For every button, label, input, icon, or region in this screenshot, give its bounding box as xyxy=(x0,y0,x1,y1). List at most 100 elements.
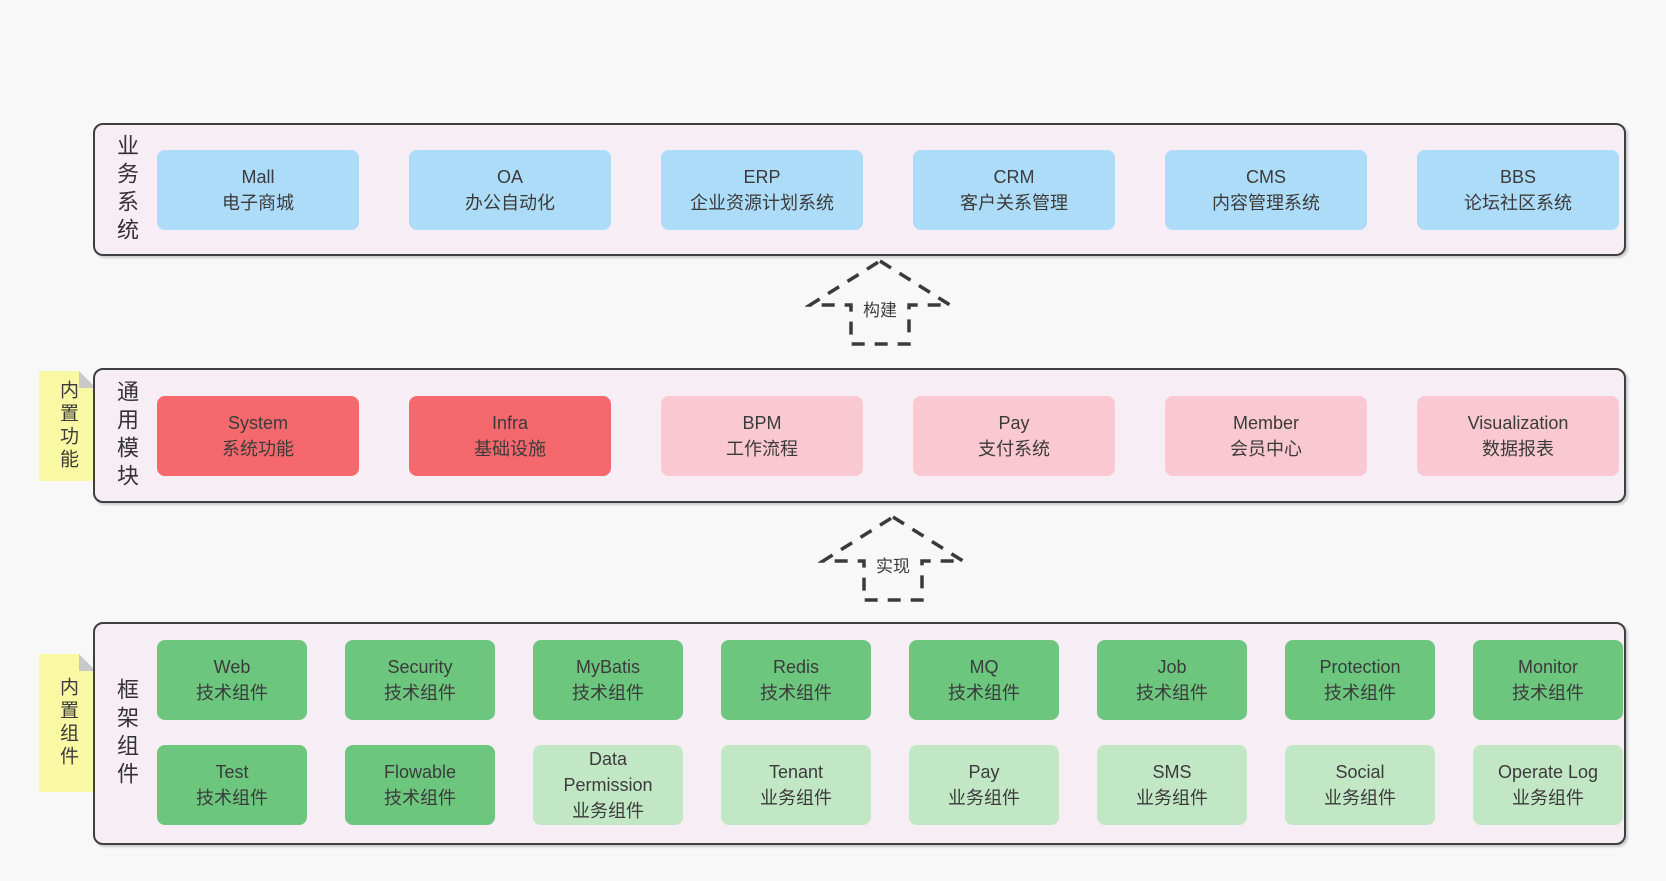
box-title-en: MyBatis xyxy=(575,657,640,677)
box-title-en: BBS xyxy=(1499,166,1537,187)
box-title-en: Infra xyxy=(491,412,529,433)
box-title-en: Monitor xyxy=(1517,657,1579,677)
box-data-permission: Data Permission 业务组件 xyxy=(533,745,683,825)
box-title-zh: 基础设施 xyxy=(474,438,546,459)
box-pay-component: Pay 业务组件 xyxy=(909,745,1059,825)
box-title-en: Tenant xyxy=(768,762,824,782)
box-title-zh: 系统功能 xyxy=(222,438,294,459)
business-boxes-row: Mall 电子商城 OA 办公自动化 ERP 企业资源计划系统 CRM 客户关系… xyxy=(157,149,1619,230)
box-title-zh: 业务组件 xyxy=(760,788,832,808)
box-title-en: CMS xyxy=(1246,166,1286,187)
box-title-zh: 电子商城 xyxy=(222,192,294,213)
layer-business-systems: 业务系统 Mall 电子商城 OA 办公自动化 ERP 企业资源计划系统 CRM… xyxy=(93,123,1626,256)
box-title-en: Mall xyxy=(241,166,275,187)
box-title-en: Member xyxy=(1232,412,1299,433)
box-title-zh: 技术组件 xyxy=(1512,683,1584,703)
box-monitor: Monitor 技术组件 xyxy=(1473,640,1623,720)
box-title-zh: 论坛社区系统 xyxy=(1464,192,1572,213)
box-infra: Infra 基础设施 xyxy=(409,395,611,476)
box-title-zh: 工作流程 xyxy=(726,438,798,459)
box-title-zh: 数据报表 xyxy=(1482,438,1554,459)
box-title-zh: 业务组件 xyxy=(1136,788,1208,808)
box-pay-system: Pay 支付系统 xyxy=(913,395,1115,476)
box-title-zh: 支付系统 xyxy=(978,438,1050,459)
box-title-en: ERP xyxy=(743,166,781,187)
sticky-note-builtin-components: 内置组件 xyxy=(39,654,96,792)
layer-label-common-modules: 通用模块 xyxy=(114,379,139,492)
box-title-zh: 技术组件 xyxy=(384,788,456,808)
box-title-en: System xyxy=(227,412,288,433)
box-mybatis: MyBatis 技术组件 xyxy=(533,640,683,720)
box-title-en: Protection xyxy=(1319,657,1401,677)
box-title-zh: 内容管理系统 xyxy=(1212,192,1320,213)
box-redis: Redis 技术组件 xyxy=(721,640,871,720)
box-title-zh: 技术组件 xyxy=(760,683,832,703)
arrow-implement: 实现 xyxy=(818,512,968,604)
layer-label-business-systems: 业务系统 xyxy=(114,133,139,246)
box-job: Job 技术组件 xyxy=(1097,640,1247,720)
box-title-zh: 技术组件 xyxy=(948,683,1020,703)
arrow-build: 构建 xyxy=(805,256,955,348)
layer-framework-components: 框架组件 Web 技术组件 Security 技术组件 MyBatis 技术组件… xyxy=(93,622,1626,845)
box-social: Social 业务组件 xyxy=(1285,745,1435,825)
framework-row-2: Test 技术组件 Flowable 技术组件 Data Permission … xyxy=(157,745,1623,825)
box-title-en: Security xyxy=(387,657,453,677)
box-title-zh: 会员中心 xyxy=(1230,438,1302,459)
box-visualization: Visualization 数据报表 xyxy=(1417,395,1619,476)
box-title-en: MQ xyxy=(969,657,999,677)
arrow-implement-label: 实现 xyxy=(873,552,913,577)
box-mq: MQ 技术组件 xyxy=(909,640,1059,720)
box-title-zh: 业务组件 xyxy=(1512,788,1584,808)
box-security: Security 技术组件 xyxy=(345,640,495,720)
box-bpm: BPM 工作流程 xyxy=(661,395,863,476)
framework-row-1: Web 技术组件 Security 技术组件 MyBatis 技术组件 Redi… xyxy=(157,640,1623,720)
box-bbs: BBS 论坛社区系统 xyxy=(1417,149,1619,230)
modules-boxes-row: System 系统功能 Infra 基础设施 BPM 工作流程 Pay 支付系统… xyxy=(157,395,1619,476)
box-title-zh: 业务组件 xyxy=(1324,788,1396,808)
box-web: Web 技术组件 xyxy=(157,640,307,720)
box-mall: Mall 电子商城 xyxy=(157,149,359,230)
box-title-en: BPM xyxy=(742,412,782,433)
arrow-build-label: 构建 xyxy=(860,296,900,321)
box-title-zh: 业务组件 xyxy=(948,788,1020,808)
box-title-en: Redis xyxy=(772,657,820,677)
box-title-en: Job xyxy=(1157,657,1187,677)
box-title-en: Pay xyxy=(998,412,1030,433)
box-title-en: Test xyxy=(215,762,249,782)
box-title-zh: 技术组件 xyxy=(1324,683,1396,703)
sticky-note-builtin-components-label: 内置组件 xyxy=(57,677,78,769)
box-crm: CRM 客户关系管理 xyxy=(913,149,1115,230)
box-sms: SMS 业务组件 xyxy=(1097,745,1247,825)
box-title-en: Flowable xyxy=(383,762,457,782)
box-title-zh: 企业资源计划系统 xyxy=(690,192,834,213)
box-title-zh: 办公自动化 xyxy=(465,192,555,213)
box-title-en: Data Permission xyxy=(563,749,653,795)
up-arrow-outline xyxy=(818,514,968,602)
up-arrow-outline xyxy=(805,258,955,346)
layer-common-modules: 通用模块 System 系统功能 Infra 基础设施 BPM 工作流程 Pay… xyxy=(93,368,1626,503)
box-tenant: Tenant 业务组件 xyxy=(721,745,871,825)
box-title-en: SMS xyxy=(1152,762,1192,782)
box-cms: CMS 内容管理系统 xyxy=(1165,149,1367,230)
box-title-zh: 技术组件 xyxy=(384,683,456,703)
box-title-en: Visualization xyxy=(1467,412,1569,433)
box-title-en: OA xyxy=(496,166,523,187)
box-title-zh: 业务组件 xyxy=(572,801,644,821)
box-title-en: Web xyxy=(213,657,251,677)
box-oa: OA 办公自动化 xyxy=(409,149,611,230)
box-title-en: Pay xyxy=(968,762,1000,782)
box-title-zh: 技术组件 xyxy=(572,683,644,703)
sticky-note-builtin-functions-label: 内置功能 xyxy=(57,380,78,472)
box-title-zh: 技术组件 xyxy=(196,788,268,808)
box-title-en: Social xyxy=(1335,762,1385,782)
box-test: Test 技术组件 xyxy=(157,745,307,825)
box-title-zh: 客户关系管理 xyxy=(960,192,1068,213)
box-protection: Protection 技术组件 xyxy=(1285,640,1435,720)
box-system: System 系统功能 xyxy=(157,395,359,476)
box-title-en: Operate Log xyxy=(1497,762,1599,782)
box-title-zh: 技术组件 xyxy=(196,683,268,703)
sticky-note-builtin-functions: 内置功能 xyxy=(39,371,96,481)
box-flowable: Flowable 技术组件 xyxy=(345,745,495,825)
box-erp: ERP 企业资源计划系统 xyxy=(661,149,863,230)
